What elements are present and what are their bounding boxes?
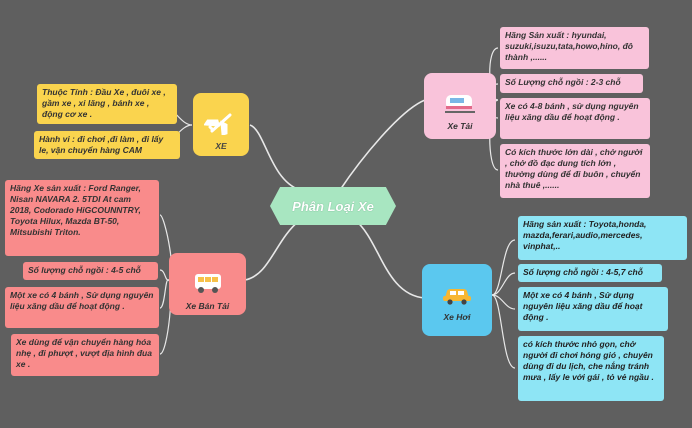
branch-xe-hoi[interactable]: Xe Hơi — [422, 264, 492, 336]
xe-ban-tai-usage[interactable]: Xe dùng để vận chuyển hàng hóa nhẹ , đi … — [11, 334, 159, 376]
xe-tai-wheels[interactable]: Xe có 4-8 bánh , sử dụng nguyên liệu xăn… — [500, 98, 650, 139]
xe-hoi-manufacturer[interactable]: Hãng sản xuất : Toyota,honda, mazda,fera… — [518, 216, 687, 260]
central-topic[interactable]: Phân Loại Xe — [270, 187, 396, 225]
xe-attributes[interactable]: Thuộc Tính : Đầu Xe , đuôi xe , gầm xe ,… — [37, 84, 177, 124]
xe-ban-tai-manufacturer[interactable]: Hãng Xe sản xuất : Ford Ranger, Nisan NA… — [5, 180, 159, 256]
xe-hoi-size[interactable]: có kích thước nhỏ gọn, chở người đi chơi… — [518, 336, 664, 401]
branch-label: Xe Bán Tải — [185, 301, 230, 311]
airplane-icon — [204, 113, 232, 135]
branch-xe-tai[interactable]: Xe Tải — [424, 73, 496, 139]
branch-label: Xe Hơi — [443, 312, 471, 322]
xe-tai-manufacturer[interactable]: Hãng Sản xuất : hyundai, suzuki,isuzu,ta… — [500, 27, 649, 69]
branch-label: XE — [215, 141, 227, 151]
bus-icon — [194, 274, 221, 293]
branch-label: Xe Tải — [447, 121, 473, 131]
branch-xe[interactable]: XE — [193, 93, 249, 156]
xe-tai-size[interactable]: Có kích thước lớn dài , chở người , chở … — [500, 144, 650, 198]
xe-tai-seats[interactable]: Số Lượng chỗ ngồi : 2-3 chỗ — [500, 74, 643, 93]
xe-hoi-seats[interactable]: Số lượng chỗ ngồi : 4-5,7 chỗ — [518, 264, 662, 282]
xe-behavior[interactable]: Hành vi : đi chơi ,đi làm , đi lấy le, v… — [34, 131, 180, 159]
xe-hoi-wheels[interactable]: Một xe có 4 bánh , Sử dụng nguyên liệu x… — [518, 287, 668, 331]
train-icon — [445, 95, 475, 113]
xe-ban-tai-seats[interactable]: Số lượng chỗ ngồi : 4-5 chỗ — [23, 262, 158, 280]
car-icon — [443, 289, 471, 305]
xe-ban-tai-wheels[interactable]: Một xe có 4 bánh , Sử dụng nguyên liệu x… — [5, 287, 159, 328]
branch-xe-ban-tai[interactable]: Xe Bán Tải — [169, 253, 246, 315]
